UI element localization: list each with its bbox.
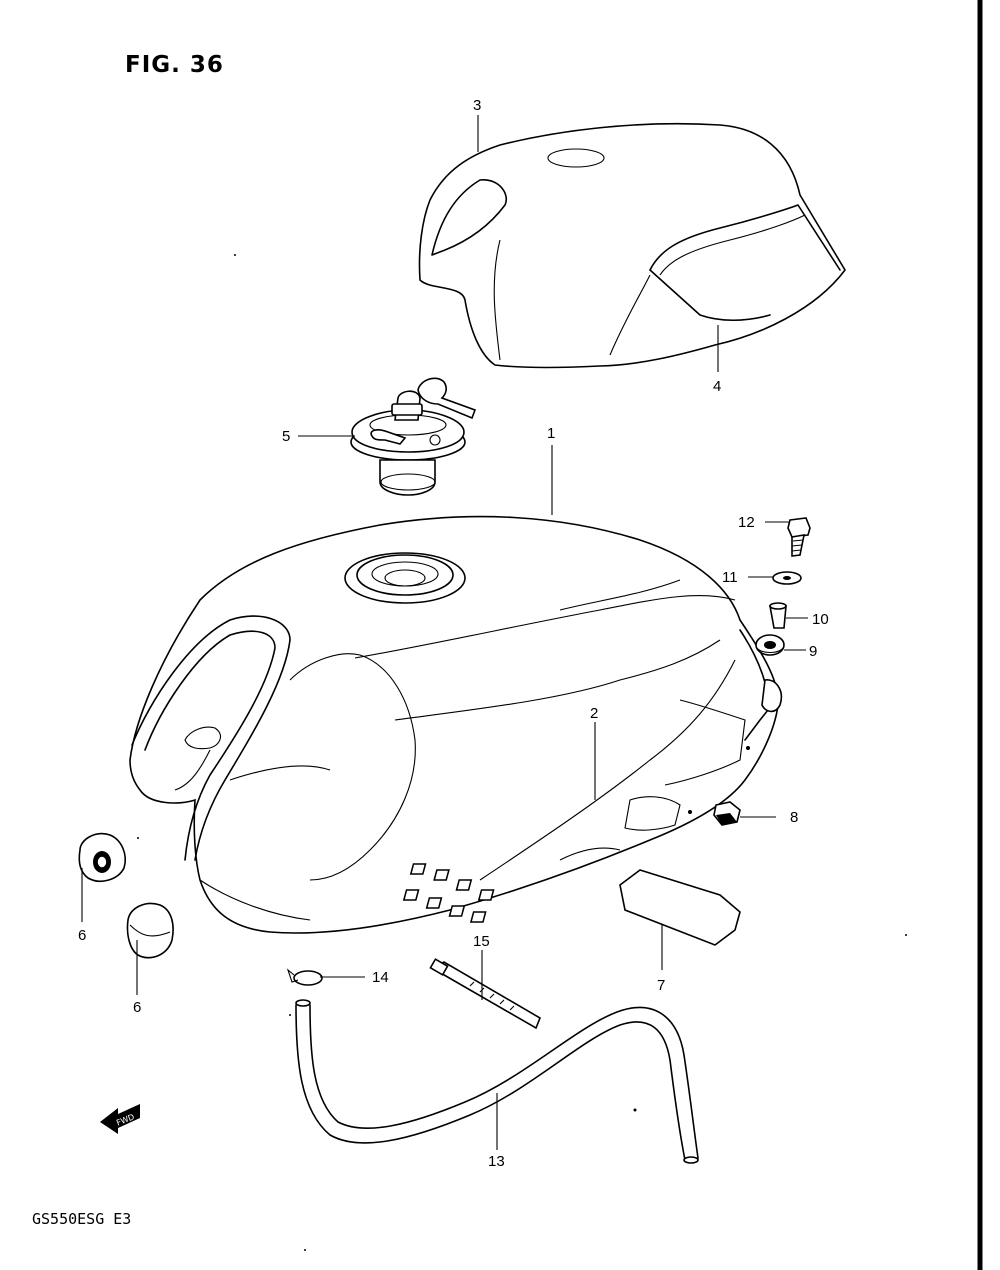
hose-clamp[interactable] <box>286 968 323 986</box>
callout-2: 2 <box>590 705 598 722</box>
collar[interactable] <box>769 602 787 629</box>
speck <box>633 1108 637 1112</box>
cushion[interactable] <box>755 634 785 656</box>
speck <box>304 1249 306 1251</box>
fuel-tank[interactable] <box>129 515 783 934</box>
callout-15: 15 <box>473 933 490 950</box>
tank-cushion-upper[interactable] <box>78 832 126 882</box>
leader-lines <box>81 115 808 1150</box>
tank-cover[interactable] <box>418 122 846 369</box>
model-code: GS550ESG E3 <box>32 1210 132 1228</box>
callout-14: 14 <box>372 969 389 986</box>
callout-4: 4 <box>713 378 721 395</box>
callout-13: 13 <box>488 1153 505 1170</box>
callout-12: 12 <box>738 514 755 531</box>
cushion-block[interactable] <box>402 863 741 946</box>
speck <box>905 934 907 936</box>
callout-3: 3 <box>473 97 481 114</box>
callout-10: 10 <box>812 611 829 628</box>
callout-9: 9 <box>809 643 817 660</box>
figure-title: FIG. 36 <box>125 52 224 78</box>
washer[interactable] <box>772 571 802 585</box>
callout-6-upper: 6 <box>78 927 86 944</box>
bolt[interactable] <box>787 517 811 557</box>
callout-numbers: 1 2 3 4 5 6 6 7 8 9 10 11 12 13 14 15 <box>78 97 829 1170</box>
forward-arrow-icon: FWD <box>100 1104 140 1134</box>
speck <box>289 1014 291 1016</box>
callout-8: 8 <box>790 809 798 826</box>
nut[interactable] <box>713 801 741 826</box>
speck <box>234 254 236 256</box>
callout-6-lower: 6 <box>133 999 141 1016</box>
tank-cushion-lower[interactable] <box>126 902 174 959</box>
callout-5: 5 <box>282 428 290 445</box>
speck <box>137 837 139 839</box>
callout-7: 7 <box>657 977 665 994</box>
callout-1: 1 <box>547 425 555 442</box>
cable-tie[interactable] <box>429 958 541 1030</box>
callout-11: 11 <box>722 569 738 586</box>
fuel-hose[interactable] <box>295 999 699 1164</box>
fuel-cap[interactable] <box>350 377 477 496</box>
